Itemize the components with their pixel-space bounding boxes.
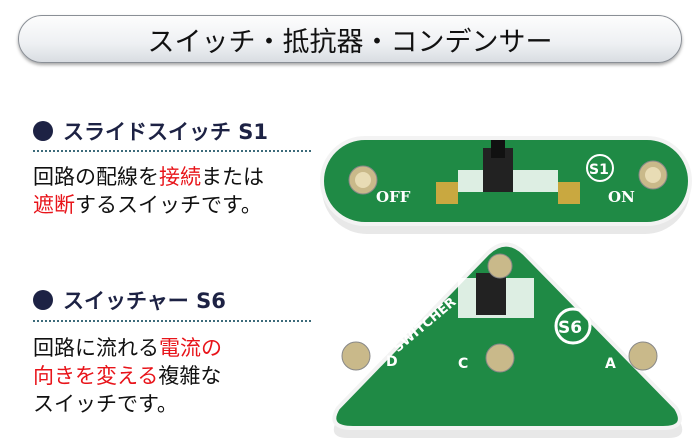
s1-heading-text: スライドスイッチ S1 xyxy=(63,120,269,144)
s1-heading: スライドスイッチ S1 xyxy=(33,116,268,146)
text: スイッチです。 xyxy=(33,392,178,416)
divider xyxy=(33,320,311,322)
switcher-s6-image: SWITCHER S6 D C A xyxy=(332,242,683,438)
bullet-icon xyxy=(33,121,53,141)
banner-title: スイッチ・抵抗器・コンデンサー xyxy=(147,26,553,58)
off-label: OFF xyxy=(376,188,411,206)
text: するスイッチです。 xyxy=(75,193,262,217)
s6-description: 回路に流れる電流の 向きを変える複雑な スイッチです。 xyxy=(33,334,222,418)
highlight-text: 接続 xyxy=(159,165,201,189)
slide-switch-s1-image: OFF ON S1 xyxy=(320,136,692,234)
bullet-icon xyxy=(33,290,53,310)
text: 回路の配線を xyxy=(33,165,159,189)
terminal-a-label: A xyxy=(605,356,616,372)
highlight-text: 電流の xyxy=(159,336,222,360)
s6-heading-text: スイッチャー S6 xyxy=(63,289,226,313)
s6-heading: スイッチャー S6 xyxy=(33,285,226,315)
s6-badge: S6 xyxy=(558,318,582,338)
section-banner: スイッチ・抵抗器・コンデンサー xyxy=(18,15,682,63)
highlight-text: 遮断 xyxy=(33,193,75,217)
text: または xyxy=(201,165,264,189)
terminal-d-label: D xyxy=(386,354,398,370)
text: 回路に流れる xyxy=(33,336,159,360)
s1-badge: S1 xyxy=(589,162,609,178)
terminal-c-label: C xyxy=(458,356,468,372)
on-label: ON xyxy=(608,188,635,206)
divider xyxy=(33,150,311,152)
highlight-text: 向きを変える xyxy=(33,364,159,388)
s1-description: 回路の配線を接続または 遮断するスイッチです。 xyxy=(33,163,264,219)
text: 複雑な xyxy=(158,364,222,388)
